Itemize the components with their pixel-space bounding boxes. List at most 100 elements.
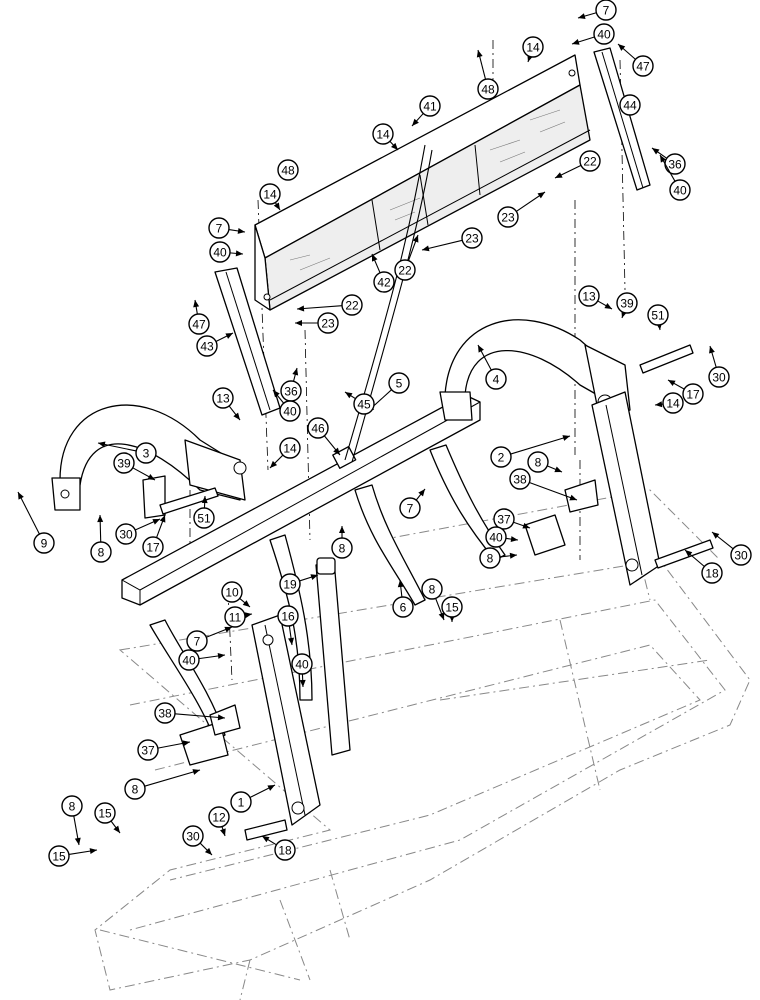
callout-15: 15 — [48, 845, 98, 867]
callout-number: 51 — [197, 512, 211, 526]
callout-17: 17 — [667, 379, 704, 405]
callout-14: 14 — [654, 392, 684, 414]
arrowhead — [262, 836, 270, 843]
callout-number: 40 — [283, 405, 297, 419]
callout-30: 30 — [182, 825, 213, 856]
callout-circle — [279, 437, 301, 459]
callout-14: 14 — [522, 36, 544, 63]
callout-19: 19 — [279, 573, 319, 595]
callout-7: 7 — [399, 488, 426, 519]
arrowhead — [225, 333, 233, 339]
arrowhead — [685, 550, 693, 557]
callout-11: 11 — [224, 606, 253, 628]
arrowhead — [237, 227, 245, 234]
left-arch-part-3 — [51, 404, 247, 511]
callout-number: 39 — [117, 457, 131, 471]
arrowhead — [224, 626, 232, 633]
callout-40: 40 — [209, 241, 244, 263]
arrowhead — [217, 714, 225, 721]
arrowhead — [522, 522, 530, 529]
callout-14: 14 — [372, 123, 399, 151]
arrowhead — [397, 580, 404, 588]
right-post-part-44 — [593, 47, 651, 191]
arrowhead — [74, 837, 81, 845]
arrowhead — [537, 192, 545, 199]
arrowhead — [604, 302, 612, 309]
callout-number: 37 — [497, 513, 511, 527]
callout-1: 1 — [230, 784, 276, 813]
callout-circle — [509, 468, 531, 490]
callout-circle — [421, 578, 443, 600]
callout-47: 47 — [188, 299, 210, 335]
callout-40: 40 — [659, 154, 691, 201]
callout-number: 14 — [283, 442, 297, 456]
callout-circle — [142, 536, 164, 558]
arrowhead — [113, 825, 120, 833]
callout-circle — [279, 573, 301, 595]
top-frame-part-41 — [254, 54, 591, 311]
callout-number: 40 — [213, 246, 227, 260]
callout-46: 46 — [307, 417, 341, 456]
callout-number: 42 — [377, 276, 391, 290]
callout-circle — [578, 285, 600, 307]
arrowhead — [235, 250, 243, 257]
callout-number: 8 — [429, 583, 436, 597]
callout-circle — [230, 791, 252, 813]
arrowhead — [159, 515, 166, 523]
callout-number: 8 — [487, 552, 494, 566]
arrowhead — [310, 574, 318, 580]
arrowhead — [18, 492, 24, 500]
callout-22: 22 — [296, 294, 363, 316]
callout-circle — [277, 605, 299, 627]
leader-line — [529, 481, 578, 501]
callout-37: 37 — [493, 508, 531, 530]
callout-circle — [209, 241, 231, 263]
arrowhead — [712, 532, 720, 539]
callout-number: 36 — [668, 158, 682, 172]
callout-circle — [182, 825, 204, 847]
callout-47: 47 — [617, 43, 654, 77]
arrowhead — [288, 637, 295, 645]
callout-48: 48 — [476, 49, 499, 100]
callout-circle — [616, 292, 638, 314]
callout-38: 38 — [154, 702, 226, 724]
callout-number: 30 — [119, 528, 133, 542]
callout-circle — [527, 451, 549, 473]
callout-circle — [33, 532, 55, 554]
callout-17: 17 — [142, 514, 166, 558]
callout-circle — [708, 366, 730, 388]
callout-circle — [196, 335, 218, 357]
arrowhead — [572, 39, 580, 45]
callout-42: 42 — [371, 253, 395, 293]
callout-number: 7 — [407, 502, 414, 516]
callout-number: 2 — [498, 451, 505, 465]
callout-circle — [579, 150, 601, 172]
callout-circle — [619, 94, 641, 116]
callout-number: 40 — [489, 531, 503, 545]
arrowhead — [660, 155, 667, 163]
callout-number: 9 — [41, 537, 48, 551]
arrowhead — [267, 785, 275, 791]
callout-13: 13 — [578, 285, 613, 310]
callout-number: 23 — [321, 317, 335, 331]
left-link-part-1 — [251, 614, 321, 826]
pins — [159, 344, 714, 841]
callout-circle — [186, 630, 208, 652]
callout-circle — [490, 446, 512, 468]
callout-number: 41 — [423, 100, 437, 114]
callout-circle — [291, 653, 313, 675]
arrowhead — [233, 412, 240, 420]
callout-18: 18 — [261, 835, 296, 861]
callout-number: 13 — [582, 290, 596, 304]
arrowhead — [295, 320, 302, 326]
callout-number: 15 — [52, 850, 66, 864]
callout-number: 37 — [141, 744, 155, 758]
arrowhead — [297, 305, 305, 312]
arrowhead — [578, 13, 586, 19]
callout-8: 8 — [527, 451, 563, 473]
callout-39: 39 — [113, 452, 156, 481]
callout-8: 8 — [90, 514, 112, 563]
arrowhead — [242, 600, 250, 607]
callout-circle — [331, 537, 353, 559]
